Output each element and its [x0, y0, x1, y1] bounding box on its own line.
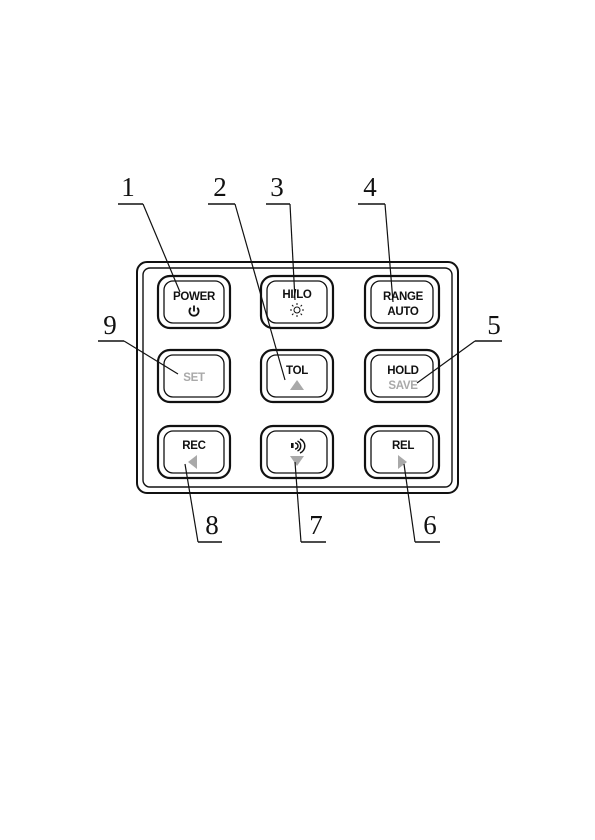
- set-key[interactable]: SET: [158, 350, 230, 402]
- callout-number: 9: [103, 310, 117, 340]
- rec-key[interactable]: REC: [158, 426, 230, 478]
- power-key[interactable]: POWER: [158, 276, 230, 328]
- callout-number: 6: [423, 510, 437, 540]
- callout-number: 4: [363, 172, 377, 202]
- rel-key-label: REL: [392, 440, 414, 452]
- rec-key-label: REC: [182, 440, 205, 452]
- power-key-label: POWER: [173, 291, 216, 303]
- hilo-key[interactable]: HI/LO: [261, 276, 333, 328]
- hilo-key-label: HI/LO: [282, 289, 312, 301]
- callout-number: 7: [309, 510, 323, 540]
- callout-number: 5: [487, 310, 501, 340]
- hold-key-label: HOLD: [387, 365, 418, 377]
- tol-key-label: TOL: [286, 365, 308, 377]
- callout-7: 7: [295, 462, 326, 542]
- save-label: SAVE: [388, 380, 418, 392]
- auto-label: AUTO: [387, 306, 419, 318]
- tol-key[interactable]: TOL: [261, 350, 333, 402]
- set-key-label: SET: [183, 372, 205, 384]
- rel-key[interactable]: REL: [365, 426, 439, 478]
- callout-1: 1: [118, 172, 180, 292]
- callout-number: 8: [205, 510, 219, 540]
- callout-number: 3: [270, 172, 284, 202]
- beep-key[interactable]: [261, 426, 333, 478]
- hold-key[interactable]: HOLD SAVE: [365, 350, 439, 402]
- range-key-label: RANGE: [383, 291, 424, 303]
- range-key[interactable]: RANGE AUTO: [365, 276, 439, 328]
- callout-8: 8: [185, 464, 222, 542]
- callout-number: 2: [213, 172, 227, 202]
- callout-number: 1: [121, 172, 135, 202]
